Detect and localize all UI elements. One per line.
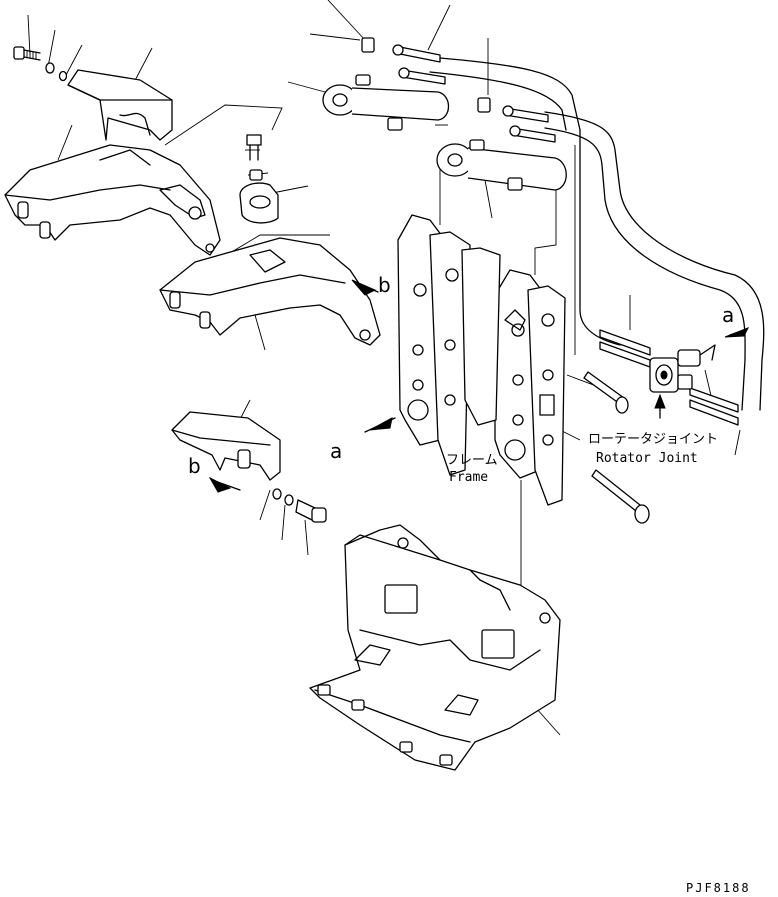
bolt-bottom-left [272, 488, 327, 523]
frame-left-plate [397, 214, 503, 476]
view-label-b-mid: b [378, 273, 391, 297]
drawing-code: PJF8188 [686, 881, 751, 895]
upper-cover [67, 69, 173, 141]
pins [583, 329, 739, 524]
upper-cylinder [322, 74, 450, 131]
rotator-joint-label-en: Rotator Joint [596, 451, 698, 466]
lower-cylinder [436, 139, 567, 191]
fittings-top [361, 37, 556, 143]
frame-right-plate [461, 247, 566, 506]
frame-label-en: Frame [449, 470, 488, 485]
hydraulic-hoses [429, 57, 765, 411]
view-arrows [208, 279, 750, 493]
bottom-guard [309, 524, 561, 771]
view-label-a-right: a [722, 303, 734, 327]
frame-label-jp: フレーム [446, 453, 498, 468]
upper-arm-bracket [4, 144, 221, 256]
rotator-joint-label-jp: ローテータジョイント [588, 432, 718, 447]
view-label-a-left: a [330, 439, 342, 463]
small-cover [171, 411, 281, 481]
lower-arm-bracket [159, 237, 381, 346]
clamp-parts [239, 134, 279, 224]
bolt-top-left [13, 46, 68, 82]
rotator-joint [649, 344, 716, 419]
view-label-b-left: b [188, 454, 201, 478]
